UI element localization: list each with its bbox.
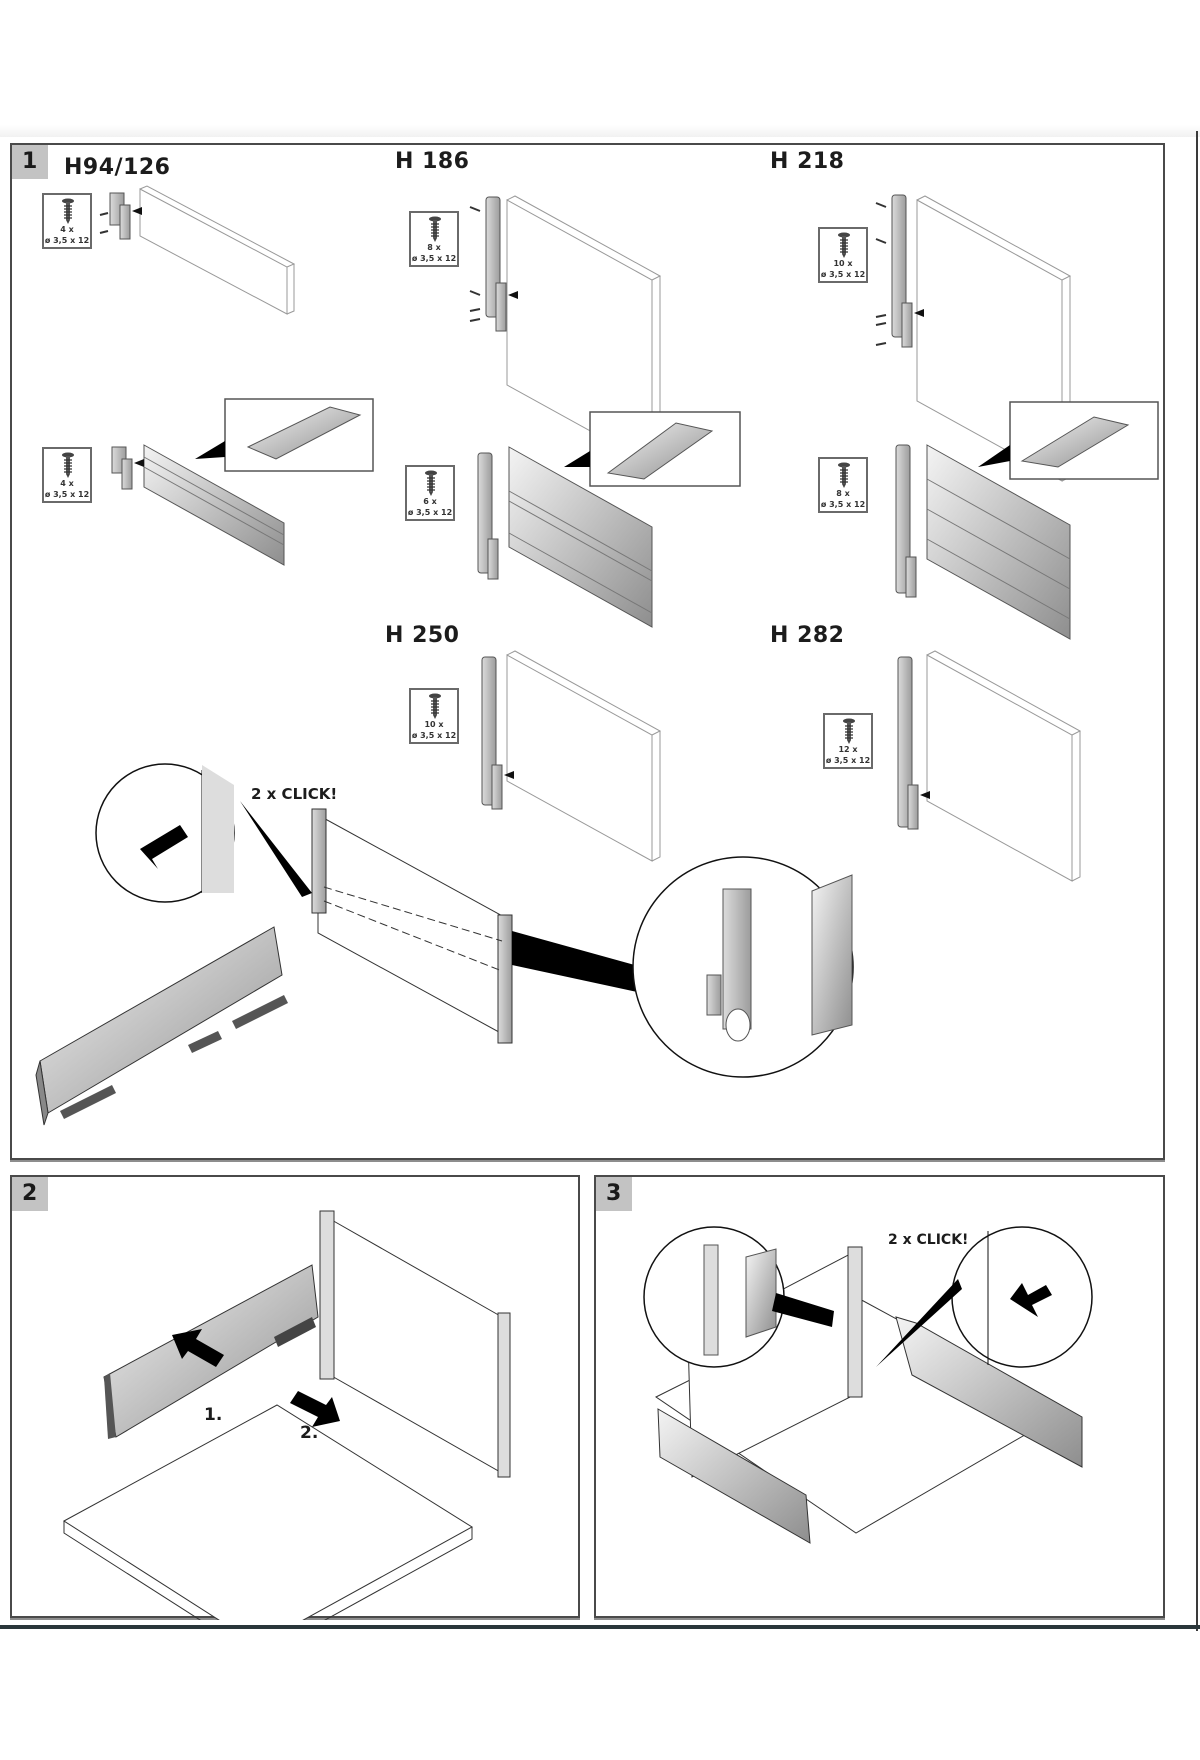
bracket-h94 — [99, 192, 142, 240]
screw-icon — [425, 470, 437, 496]
wood-back-panel-h282 — [926, 650, 1082, 882]
click-callout-step1: 2 x CLICK! — [251, 785, 338, 803]
screw-box-h218-wood: 10 x ø 3,5 x 12 — [818, 227, 868, 283]
detail-inset-h94 — [195, 398, 374, 472]
back-panel-assembly — [311, 808, 642, 1044]
click-detail-circle-left — [95, 763, 312, 903]
step-1-badge: 1 — [12, 145, 48, 179]
screw-icon — [843, 718, 855, 744]
screw-box-h186-wood: 8 x ø 3,5 x 12 — [409, 211, 459, 267]
step-2-illustration — [63, 1210, 511, 1620]
drawer-bottom-board — [63, 1404, 473, 1620]
step-3-illustration — [643, 1226, 1093, 1544]
push-arrow-1 — [172, 1329, 224, 1367]
variant-label-h186: H 186 — [395, 149, 470, 174]
step-1-illustrations — [35, 185, 1159, 1126]
screw-icon — [838, 232, 850, 258]
screw-icon — [62, 198, 74, 224]
click-detail-circle-right — [876, 1226, 1093, 1368]
variant-label-h282: H 282 — [770, 623, 845, 648]
back-panel — [319, 1210, 511, 1478]
variant-label-h250: H 250 — [385, 623, 460, 648]
screw-icon — [838, 462, 850, 488]
bracket-h186 — [469, 196, 518, 332]
step-3-panel: 3 2 x CL — [594, 1175, 1165, 1618]
screw-icon — [62, 452, 74, 478]
screw-icon — [429, 693, 441, 719]
screw-box-h218-profile: 8 x ø 3,5 x 12 — [818, 457, 868, 513]
bracket-h282 — [897, 656, 930, 830]
page-edge-line — [1196, 131, 1198, 1631]
step-2-panel: 2 1. 2. — [10, 1175, 580, 1620]
drawer-side-profile — [35, 926, 288, 1126]
aluminium-back-profile-h218 — [926, 444, 1071, 640]
wood-back-panel-h94 — [139, 185, 296, 315]
drawer-side-right — [895, 1316, 1083, 1468]
variant-label-h218: H 218 — [770, 149, 845, 174]
click-callout-step3: 2 x CLICK! — [888, 1232, 969, 1248]
bracket-h94-profile — [111, 446, 144, 490]
screw-box-h94-wood: 4 x ø 3,5 x 12 — [42, 193, 92, 249]
click-detail-circle-right — [632, 856, 854, 1078]
drawer-side-left — [657, 1408, 811, 1544]
step-3-badge: 3 — [596, 1177, 632, 1211]
step-1-panel: 1 H94/126 H 186 H 218 H 250 H 282 4 x ø … — [10, 143, 1165, 1160]
wood-back-panel-h250 — [506, 650, 662, 862]
click-detail-circle-left — [643, 1226, 834, 1368]
bracket-h186-profile — [477, 452, 499, 580]
page-bottom-rule — [0, 1625, 1200, 1629]
screw-icon — [429, 216, 441, 242]
variant-label-h94-126: H94/126 — [64, 155, 171, 180]
step-2-badge: 2 — [12, 1177, 48, 1211]
screw-box-h94-profile: 4 x ø 3,5 x 12 — [42, 447, 92, 503]
detail-inset-h218 — [978, 401, 1159, 480]
arrow-label-2: 2. — [300, 1423, 319, 1443]
bracket-h218 — [875, 194, 924, 348]
page-top-shade — [0, 125, 1200, 137]
arrow-label-1: 1. — [204, 1405, 223, 1425]
bracket-h250 — [481, 656, 514, 810]
screw-box-h186-profile: 6 x ø 3,5 x 12 — [405, 465, 455, 521]
push-arrow-2 — [290, 1391, 340, 1427]
aluminium-back-profile-h94 — [143, 444, 285, 566]
screw-box-h250: 10 x ø 3,5 x 12 — [409, 688, 459, 744]
detail-inset-h186 — [564, 411, 741, 487]
screw-box-h282: 12 x ø 3,5 x 12 — [823, 713, 873, 769]
aluminium-back-profile-h186 — [508, 446, 653, 628]
bracket-h218-profile — [895, 444, 917, 598]
